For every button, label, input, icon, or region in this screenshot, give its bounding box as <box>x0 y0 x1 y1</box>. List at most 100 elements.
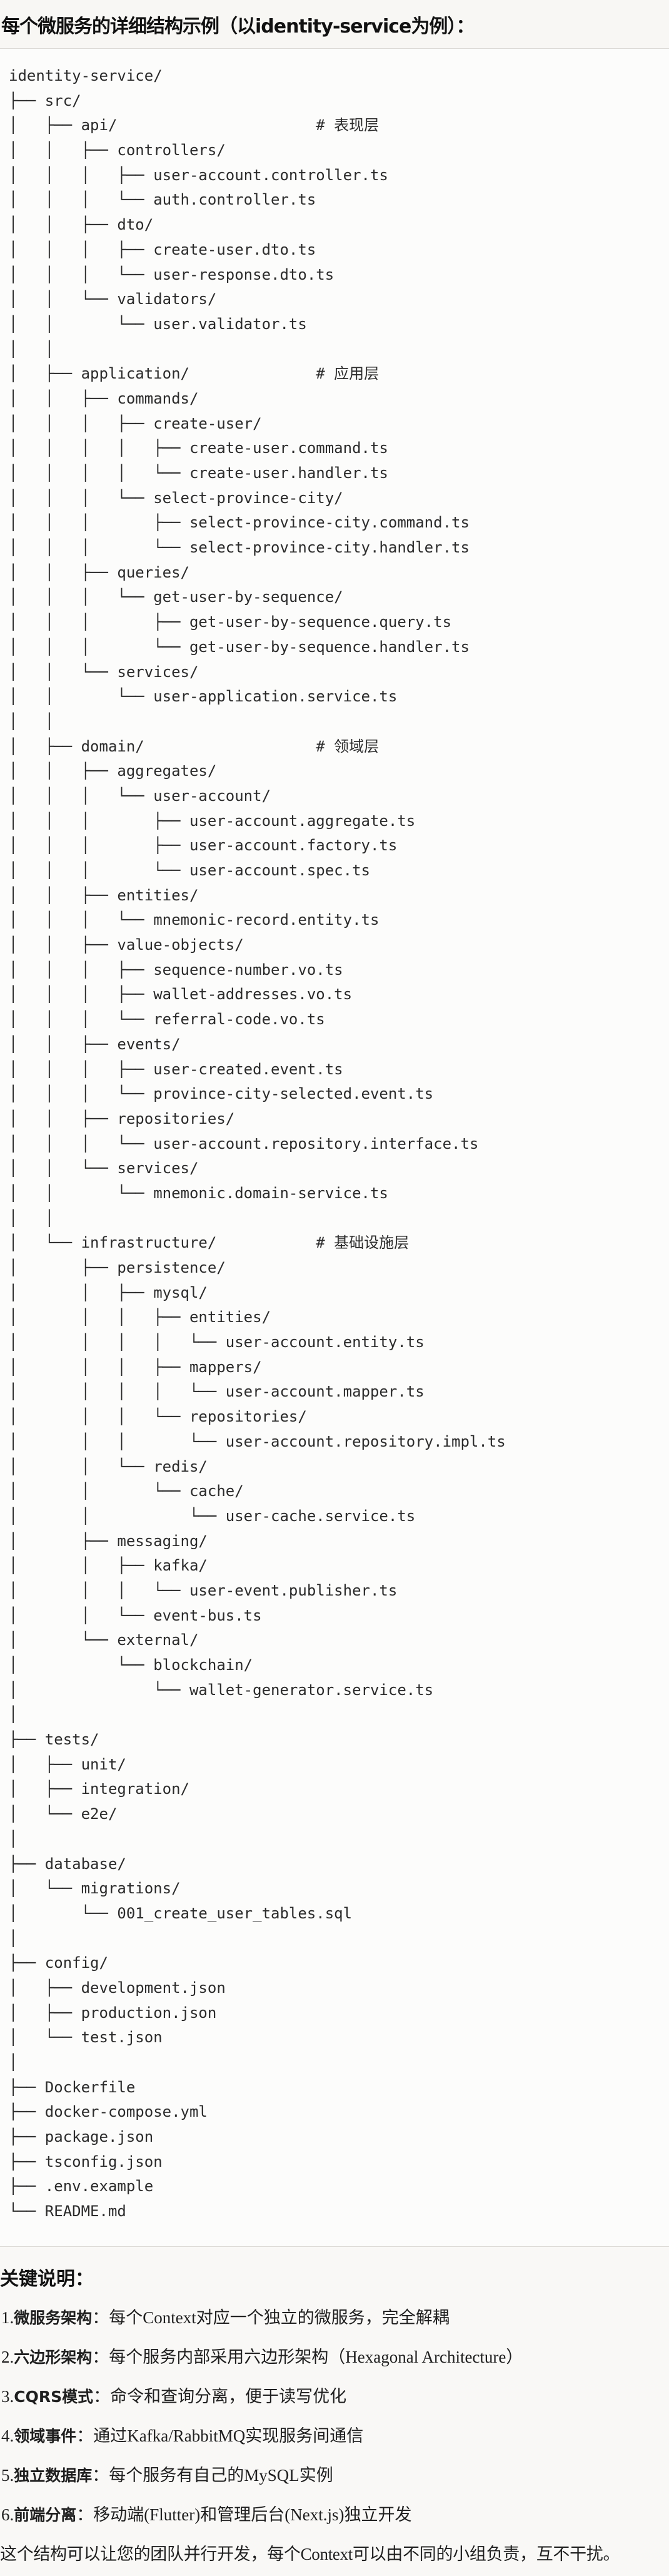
tree-line: │ │ ├── entities/ <box>9 883 669 909</box>
note-number: 4. <box>1 2426 14 2445</box>
note-description: 每个服务内部采用六边形架构（Hexagonal Architecture） <box>109 2348 523 2366</box>
tree-line: │ └── 001_create_user_tables.sql <box>9 1901 669 1927</box>
note-number: 2. <box>1 2348 14 2366</box>
note-item: 2.六边形架构：每个服务内部采用六边形架构（Hexagonal Architec… <box>0 2338 669 2377</box>
tree-line: │ │ │ └── auth.controller.ts <box>9 188 669 213</box>
tree-entry: │ ├── persistence/ <box>9 1259 226 1276</box>
tree-entry: │ ├── domain/ <box>9 737 144 755</box>
tree-line: │ │ │ └── user-event.publisher.ts <box>9 1579 669 1604</box>
layer-comment: # 领域层 <box>316 737 380 755</box>
tree-line: │ │ │ ├── wallet-addresses.vo.ts <box>9 982 669 1007</box>
tree-line: │ │ └── redis/ <box>9 1455 669 1480</box>
tree-entry: │ │ │ └── user-response.dto.ts <box>9 265 334 283</box>
tree-line: │ │ │ ├── user-account.aggregate.ts <box>9 809 669 834</box>
tree-line: │ ├── persistence/ <box>9 1256 669 1281</box>
tree-entry: ├── tsconfig.json <box>9 2152 163 2171</box>
tree-entry: │ │ └── services/ <box>9 663 199 681</box>
note-term: 领域事件 <box>14 2427 77 2445</box>
tree-entry: ├── config/ <box>9 1954 108 1972</box>
tree-entry: ├── database/ <box>9 1855 126 1873</box>
tree-line: │ <box>9 1827 669 1852</box>
tree-line: │ │ ├── queries/ <box>9 561 669 586</box>
note-number: 6. <box>1 2505 14 2524</box>
tree-entry: │ │ ├── value-objects/ <box>9 936 244 954</box>
summary-text: 这个结构可以让您的团队并行开发，每个Context可以由不同的小组负责，互不干扰… <box>0 2545 620 2563</box>
tree-entry: │ │ │ ├── wallet-addresses.vo.ts <box>9 985 353 1004</box>
note-separator: ： <box>92 2466 109 2485</box>
tree-entry: identity-service/ <box>9 67 163 84</box>
tree-line: │ │ │ └── repositories/ <box>9 1405 669 1430</box>
tree-entry: │ └── wallet-generator.service.ts <box>9 1681 434 1699</box>
tree-line: │ <box>9 1927 669 1952</box>
tree-entry: │ │ │ └── mnemonic-record.entity.ts <box>9 911 380 929</box>
tree-line: │ │ <box>9 337 669 362</box>
tree-line: │ │ ├── value-objects/ <box>9 933 669 958</box>
note-term: CQRS模式 <box>14 2388 94 2406</box>
tree-entry: │ │ ├── aggregates/ <box>9 762 217 780</box>
tree-line: ├── Dockerfile <box>9 2075 669 2100</box>
note-description: 移动端(Flutter)和管理后台(Next.js)独立开发 <box>93 2505 412 2524</box>
tree-line: │ │ │ ├── entities/ <box>9 1305 669 1330</box>
tree-line: │ ├── unit/ <box>9 1753 669 1778</box>
tree-entry: ├── tests/ <box>9 1731 99 1749</box>
note-term: 独立数据库 <box>14 2467 93 2485</box>
layer-comment: # 表现层 <box>316 116 380 135</box>
tree-line: │ │ ├── events/ <box>9 1032 669 1057</box>
tree-entry: │ │ │ └── get-user-by-sequence/ <box>9 588 343 606</box>
tree-line: ├── database/ <box>9 1852 669 1877</box>
tree-entry: ├── Dockerfile <box>9 2078 136 2096</box>
tree-entry: │ │ │ ├── create-user.dto.ts <box>9 240 316 258</box>
tree-entry: │ │ │ ├── entities/ <box>9 1308 271 1326</box>
tree-line: │ │ │ │ └── create-user.handler.ts <box>9 461 669 486</box>
tree-entry: ├── package.json <box>9 2128 154 2146</box>
tree-line: ├── config/ <box>9 1951 669 1976</box>
tree-entry: │ ├── messaging/ <box>9 1532 208 1550</box>
tree-entry: │ ├── development.json <box>9 1978 226 1997</box>
tree-line: │ │ │ ├── user-account.factory.ts <box>9 833 669 858</box>
tree-entry: │ │ │ │ └── user-account.mapper.ts <box>9 1383 425 1401</box>
tree-entry: │ │ │ ├── user-account.controller.ts <box>9 166 388 184</box>
tree-line: │ │ └── services/ <box>9 1156 669 1181</box>
tree-line: │ │ │ └── select-province-city/ <box>9 486 669 511</box>
note-term: 六边形架构 <box>14 2348 93 2366</box>
tree-entry: │ │ │ │ ├── create-user.command.ts <box>9 439 388 457</box>
tree-entry: │ │ │ ├── user-account.factory.ts <box>9 837 398 855</box>
tree-entry: │ │ ├── controllers/ <box>9 141 226 160</box>
tree-line: │ <box>9 2050 669 2075</box>
tree-entry: │ │ └── user-cache.service.ts <box>9 1507 416 1525</box>
tree-entry: │ │ │ └── select-province-city.handler.t… <box>9 539 470 557</box>
tree-entry: │ │ └── services/ <box>9 1159 199 1178</box>
tree-entry: │ │ └── validators/ <box>9 290 217 308</box>
tree-line: ├── docker-compose.yml <box>9 2100 669 2125</box>
tree-line: │ │ │ │ ├── create-user.command.ts <box>9 436 669 461</box>
tree-line: │ │ │ │ └── user-account.entity.ts <box>9 1330 669 1355</box>
note-separator: ： <box>76 2505 94 2524</box>
tree-entry: │ │ │ └── user-account/ <box>9 787 271 805</box>
tree-entry: │ └── test.json <box>9 2029 163 2047</box>
tree-entry: │ ├── api/ <box>9 116 118 135</box>
tree-entry: │ │ └── mnemonic.domain-service.ts <box>9 1184 388 1202</box>
page-title: 每个微服务的详细结构示例（以identity-service为例）： <box>1 15 475 38</box>
layer-comment: # 应用层 <box>316 365 380 383</box>
tree-line: │ │ │ └── user-account/ <box>9 784 669 809</box>
tree-line: ├── tsconfig.json <box>9 2150 669 2175</box>
tree-line: │ │ └── cache/ <box>9 1479 669 1504</box>
tree-line: │ │ │ └── mnemonic-record.entity.ts <box>9 908 669 933</box>
note-description: 每个Context对应一个独立的微服务，完全解耦 <box>109 2308 450 2327</box>
code-block-directory-tree: identity-service/├── src/│ ├── api/# 表现层… <box>0 49 669 2247</box>
tree-line: │ │ │ └── referral-code.vo.ts <box>9 1007 669 1032</box>
tree-line: │ │ <box>9 1206 669 1231</box>
tree-line: │ └── migrations/ <box>9 1876 669 1901</box>
tree-line: identity-service/ <box>9 64 669 89</box>
tree-line: │ │ └── event-bus.ts <box>9 1604 669 1629</box>
note-term: 前端分离 <box>14 2506 77 2524</box>
tree-line: │ │ │ ├── user-created.event.ts <box>9 1057 669 1082</box>
tree-line: │ └── external/ <box>9 1628 669 1653</box>
note-number: 5. <box>1 2466 14 2485</box>
tree-line: │ │ └── user-cache.service.ts <box>9 1504 669 1529</box>
tree-entry: │ │ │ └── user-account.repository.interf… <box>9 1134 479 1153</box>
layer-comment: # 基础设施层 <box>316 1234 410 1252</box>
tree-line: ├── .env.example <box>9 2174 669 2199</box>
tree-line: │ │ │ └── user-account.repository.impl.t… <box>9 1430 669 1455</box>
tree-entry: │ ├── production.json <box>9 2003 217 2022</box>
